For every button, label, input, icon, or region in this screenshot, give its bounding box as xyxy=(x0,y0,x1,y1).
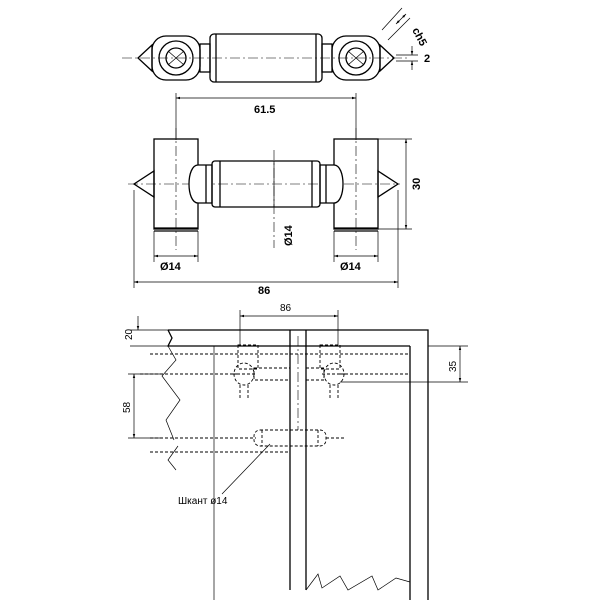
dim-vertical-spacing: 58 xyxy=(122,401,133,413)
lower-dowel xyxy=(253,429,327,447)
dim-middle-diameter: Ø14 xyxy=(283,224,295,246)
left-socket-inner xyxy=(165,47,187,69)
right-cone-front xyxy=(377,169,400,199)
front-view: 61.5 30 Ø14 xyxy=(128,93,423,297)
right-socket-outer xyxy=(338,40,374,76)
dowel-leader xyxy=(221,443,271,495)
left-knob-front xyxy=(188,164,213,204)
right-cone-top xyxy=(379,43,395,73)
left-socket-outer xyxy=(158,40,194,76)
right-socket-inner xyxy=(345,47,367,69)
dowel-label: Шкант ø14 xyxy=(178,496,228,507)
installation-view: 86 20 xyxy=(122,303,468,600)
dim-chamfer: ch5 xyxy=(409,26,429,48)
dim-top-offset: 20 xyxy=(124,328,135,340)
dim-thread-small: 2 xyxy=(424,53,430,65)
dim-height: 30 xyxy=(411,178,423,190)
right-knob-front xyxy=(319,164,344,204)
break-line-left xyxy=(161,345,181,441)
top-view: ch5 2 xyxy=(122,7,430,83)
upper-connector-left xyxy=(232,344,291,398)
left-cone-front xyxy=(132,169,155,199)
break-line-bottom xyxy=(305,573,411,591)
dim-right-diameter: Ø14 xyxy=(340,261,362,273)
dim-left-diameter: Ø14 xyxy=(160,261,182,273)
top-panel-outline xyxy=(168,329,429,600)
dim-depth-right: 35 xyxy=(448,360,459,372)
dim-install-spacing: 86 xyxy=(280,303,292,314)
middle-body-front xyxy=(211,160,321,208)
dim-center-spacing: 61.5 xyxy=(254,104,275,116)
upper-connector-right xyxy=(305,344,346,398)
dim-overall-length: 86 xyxy=(258,285,270,297)
